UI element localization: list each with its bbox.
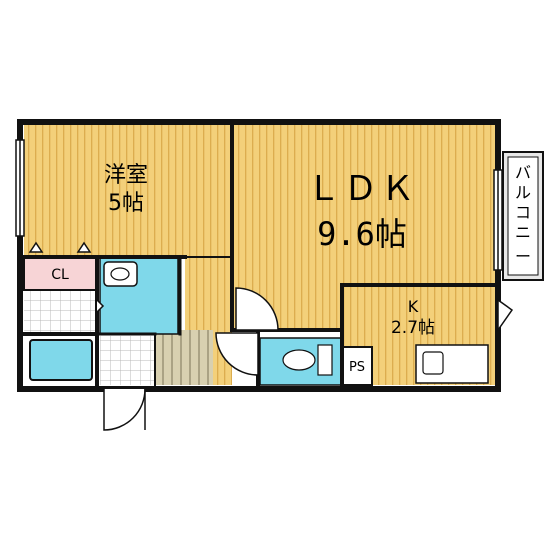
kitchen-size: 2.7帖 [391,318,435,338]
bathroom-tile-floor [100,336,155,385]
wash-basin [103,261,138,287]
ldk-size: 9.6帖 [317,215,407,253]
western-room-floor [24,125,232,257]
balcony-inner [507,156,539,276]
closet [23,256,98,291]
kitchen-name: K [408,297,419,316]
ldk-floor [232,125,496,285]
balcony-label: バ ル コ ニ ー [515,163,531,266]
wash-basin-bowl [110,267,130,281]
pipe-space-label: PS [349,360,365,375]
balcony-char: ニ [515,223,531,242]
balcony-char: ー [515,247,531,266]
kitchen-sink [422,351,444,375]
window-marks [15,139,503,271]
balcony-char: コ [515,203,531,222]
entrance-floor [155,330,213,385]
washroom-tile-floor [24,290,96,332]
kitchen-sink-counter [415,344,489,384]
toilet-tank [317,344,333,376]
balcony-char: バ [515,163,531,182]
ldk-name: ＬＤＫ [307,169,418,209]
western-room-size: 5帖 [108,191,144,216]
door-swings [28,241,514,431]
western-room-name: 洋室 [104,163,148,188]
closet-label: CL [51,267,69,283]
bathtub [29,339,93,381]
balcony-char: ル [515,183,531,202]
toilet-bowl [282,349,316,371]
